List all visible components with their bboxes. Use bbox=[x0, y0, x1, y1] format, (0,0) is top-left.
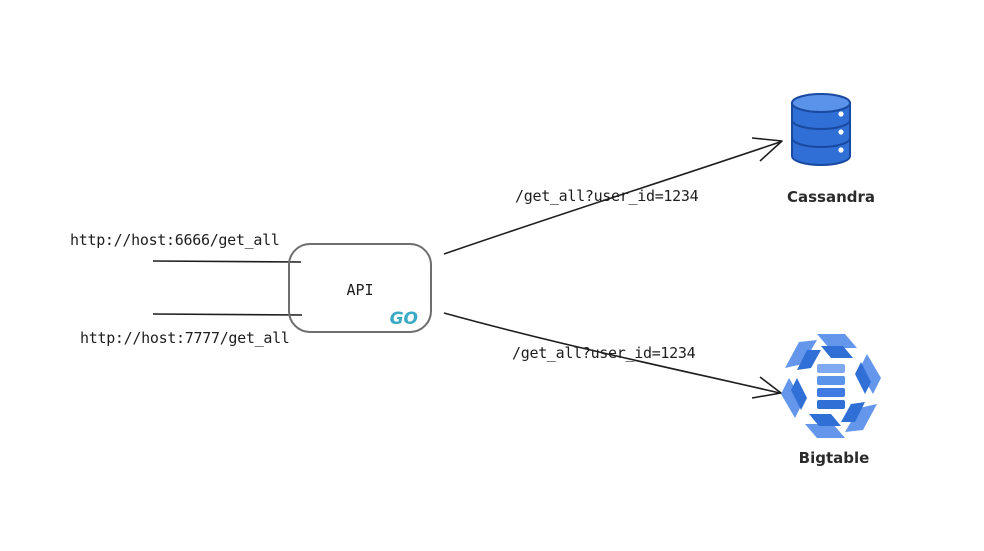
arrow-head-cassandra bbox=[751, 137, 783, 162]
incoming-route-bottom-label: http://host:7777/get_all bbox=[80, 329, 290, 347]
incoming-top-line bbox=[152, 260, 302, 263]
bigtable-label: Bigtable bbox=[798, 449, 870, 467]
api-label: API bbox=[346, 281, 374, 299]
arrow-head-bigtable bbox=[751, 376, 782, 399]
cassandra-route-label: /get_all?user_id=1234 bbox=[515, 187, 699, 205]
incoming-route-top-label: http://host:6666/get_all bbox=[70, 231, 280, 249]
bigtable-route-label: /get_all?user_id=1234 bbox=[512, 344, 696, 362]
cassandra-label: Cassandra bbox=[786, 188, 876, 206]
go-badge-text: GO bbox=[389, 309, 418, 329]
api-service-box: API GO bbox=[288, 243, 432, 333]
arrow-to-bigtable bbox=[443, 312, 781, 394]
database-cylinder-icon bbox=[791, 93, 851, 166]
incoming-bottom-line bbox=[152, 313, 303, 316]
arrow-to-cassandra bbox=[443, 141, 781, 255]
bigtable-logo-icon bbox=[781, 334, 881, 438]
go-gopher-speed-icon: GO bbox=[390, 309, 418, 329]
